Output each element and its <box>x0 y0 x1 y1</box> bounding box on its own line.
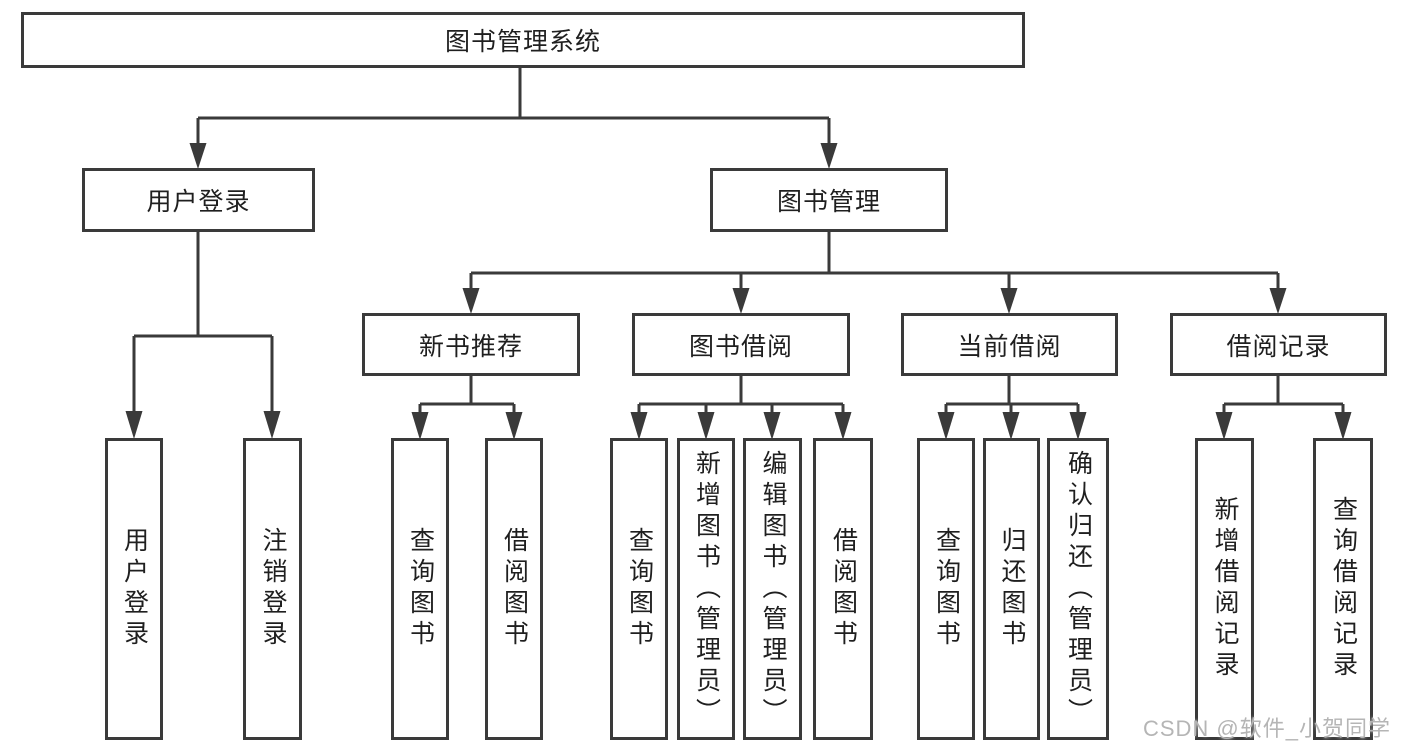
connector-user-login-to-leaves <box>125 232 281 439</box>
node-root-system-label: 图书管理系统 <box>444 28 601 56</box>
node-borrow-records: 借阅记录 <box>1170 313 1387 376</box>
leaf-edit-books-admin: 编辑图书（管理员） <box>743 438 802 740</box>
leaf-add-books-admin: 新增图书（管理员） <box>677 438 735 740</box>
leaf-add-borrow-record: 新增借阅记录 <box>1195 438 1254 740</box>
leaf-logout: 注销登录 <box>243 438 302 740</box>
node-root-system: 图书管理系统 <box>21 12 1025 68</box>
leaf-return-books-label: 归还图书 <box>998 527 1026 651</box>
leaf-query-books-2: 查询图书 <box>610 438 668 740</box>
connector-current-borrow-to-leaves <box>937 376 1087 440</box>
csdn-watermark: CSDN @软件_小贺同学 <box>1142 716 1391 741</box>
leaf-return-books: 归还图书 <box>983 438 1040 740</box>
node-new-book-recommend: 新书推荐 <box>362 313 580 376</box>
leaf-confirm-return-admin-label: 确认归还（管理员） <box>1064 449 1093 729</box>
node-borrow-records-label: 借阅记录 <box>1226 332 1331 361</box>
leaf-query-books-1-label: 查询图书 <box>406 527 435 651</box>
connector-root-to-level2 <box>189 68 838 169</box>
node-book-management: 图书管理 <box>710 168 948 232</box>
leaf-confirm-return-admin: 确认归还（管理员） <box>1047 438 1109 740</box>
node-book-borrow-label: 图书借阅 <box>688 332 793 361</box>
connector-borrow-records-to-leaves <box>1215 376 1352 440</box>
leaf-user-login: 用户登录 <box>105 438 163 740</box>
leaf-borrow-books-1: 借阅图书 <box>485 438 543 740</box>
leaf-add-borrow-record-label: 新增借阅记录 <box>1211 496 1239 682</box>
leaf-query-books-2-label: 查询图书 <box>625 527 654 651</box>
leaf-borrow-books-2: 借阅图书 <box>813 438 873 740</box>
leaf-query-borrow-record-label: 查询借阅记录 <box>1329 496 1358 682</box>
connector-book-borrow-to-leaves <box>630 376 852 440</box>
leaf-edit-books-admin-label: 编辑图书（管理员） <box>759 449 787 729</box>
leaf-user-login-label: 用户登录 <box>120 527 149 651</box>
leaf-query-books-1: 查询图书 <box>391 438 449 740</box>
connector-new-book-to-leaves <box>411 376 523 440</box>
leaf-add-books-admin-label: 新增图书（管理员） <box>692 449 721 729</box>
leaf-query-books-3-label: 查询图书 <box>932 527 961 651</box>
connector-book-mgmt-to-level3 <box>462 232 1287 314</box>
leaf-borrow-books-2-label: 借阅图书 <box>829 527 858 651</box>
node-current-borrow-label: 当前借阅 <box>957 332 1062 361</box>
node-current-borrow: 当前借阅 <box>901 313 1118 376</box>
node-book-management-label: 图书管理 <box>776 188 881 216</box>
node-new-book-recommend-label: 新书推荐 <box>418 332 523 361</box>
leaf-borrow-books-1-label: 借阅图书 <box>500 527 529 651</box>
node-user-login-label: 用户登录 <box>146 188 251 216</box>
node-book-borrow: 图书借阅 <box>632 313 850 376</box>
leaf-query-books-3: 查询图书 <box>917 438 975 740</box>
leaf-query-borrow-record: 查询借阅记录 <box>1313 438 1373 740</box>
node-user-login: 用户登录 <box>82 168 315 232</box>
leaf-logout-label: 注销登录 <box>259 527 287 651</box>
